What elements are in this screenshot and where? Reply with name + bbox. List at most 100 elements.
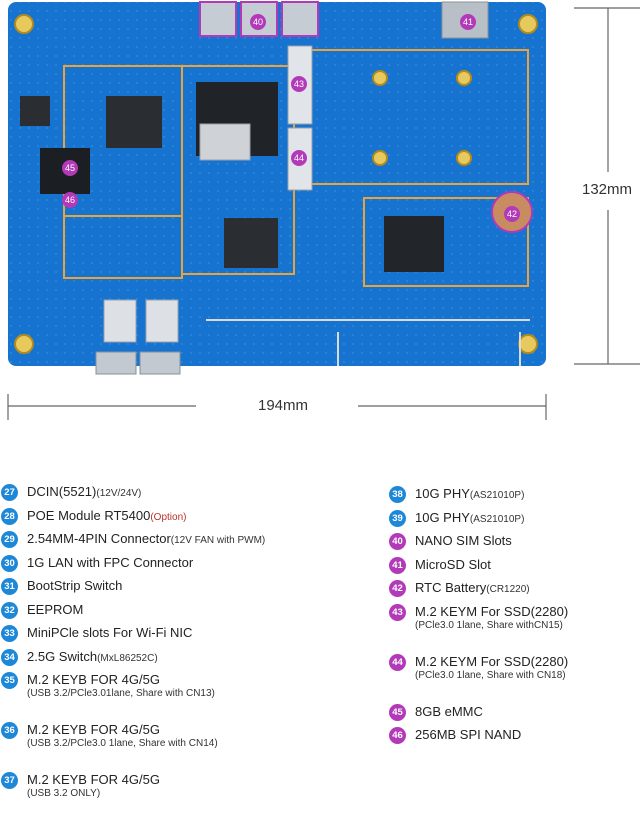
legend-item: 32 EEPROM [0,601,265,625]
number-badge: 29 [1,531,18,548]
legend-item: 33 MiniPCle slots For Wi-Fi NIC [0,624,265,648]
legend-text: 10G PHY(AS21010P) [415,509,524,528]
height-dimension-label: 132mm [582,181,633,198]
legend-item: 38 10G PHY(AS21010P) [389,485,568,509]
board-marker-label: 42 [507,209,517,219]
legend-label: 8GB eMMC [415,703,483,719]
legend-text: 8GB eMMC [415,703,483,720]
number-badge: 46 [389,727,406,744]
number-badge: 27 [1,484,18,501]
board-marker-label: 45 [65,163,75,173]
legend-note: (CR1220) [486,584,530,595]
legend-label: MicroSD Slot [415,556,491,572]
legend-note: (12V/24V) [96,488,142,499]
number-badge: 40 [389,533,406,550]
number-badge: 38 [389,486,406,503]
number-badge: 30 [1,554,18,572]
legend-text: M.2 KEYM For SSD(2280)(PCle3.0 1lane, Sh… [415,653,568,682]
number-badge: 34 [1,648,18,666]
legend-subnote: (USB 3.2/PCle3.0 1lane, Share with CN14) [27,738,218,749]
legend-label: M.2 KEYM For SSD(2280) [415,653,569,669]
board-marker-44 [291,150,307,166]
legend-label: M.2 KEYM For SSD(2280) [415,603,569,619]
legend-subnote: (USB 3.2/PCle3.01lane, Share with CN13) [27,688,215,699]
legend-text: NANO SIM Slots [415,532,512,549]
number-badge: 33 [1,625,18,642]
legend-note: (AS21010P) [469,490,525,501]
legend-item: 45 8GB eMMC [389,703,568,727]
legend-text: M.2 KEYB FOR 4G/5G(USB 3.2 ONLY) [27,771,160,800]
legend-label: 2.54MM-4PIN Connector [27,531,171,546]
board-marker-46 [62,192,78,208]
board-marker-label: 41 [463,17,473,27]
legend-label: M.2 KEYB FOR 4G/5G [27,672,160,687]
legend-item: 41 MicroSD Slot [389,556,568,580]
legend-text: POE Module RT5400(Option) [27,507,186,526]
number-badge: 43 [389,603,406,621]
legend-item: 46 256MB SPI NAND [389,726,568,750]
legend-label: M.2 KEYB FOR 4G/5G [27,772,160,787]
legend-item: 30 1G LAN with FPC Connector [0,554,265,578]
board-marker-40 [250,14,266,30]
number-badge: 35 [1,672,18,689]
board-marker-42 [504,206,520,222]
legend-text: EEPROM [27,601,83,618]
legend-label: NANO SIM Slots [415,533,512,548]
width-dimension-label: 194mm [258,397,309,414]
legend-label: BootStrip Switch [27,578,123,593]
legend-label: 10G PHY [415,509,470,525]
legend-note: (MxL86252C) [97,652,158,664]
legend-subnote: (PCle3.0 1lane, Share with CN18) [415,669,566,681]
legend-item: 36 M.2 KEYB FOR 4G/5G(USB 3.2/PCle3.0 1la… [0,721,265,771]
legend-text: DCIN(5521)(12V/24V) [27,483,141,502]
legend-label: MiniPCle slots For Wi-Fi NIC [27,625,193,640]
legend-text: MiniPCle slots For Wi-Fi NIC [27,624,192,641]
number-badge: 32 [1,601,18,619]
legend-label: 10G PHY [415,486,470,501]
legend-note: (Option) [150,511,187,523]
number-badge: 39 [389,509,406,527]
legend-text: 2.54MM-4PIN Connector(12V FAN with PWM) [27,530,265,549]
number-badge: 45 [389,703,406,721]
legend-item: 27 DCIN(5521)(12V/24V) [0,483,265,507]
legend-text: RTC Battery(CR1220) [415,579,530,598]
legend-note: (AS21010P) [469,513,525,525]
number-badge: 41 [389,556,406,574]
number-badge: 42 [389,580,406,597]
number-badge: 28 [1,507,18,525]
legend-item: 29 2.54MM-4PIN Connector(12V FAN with PWM… [0,530,265,554]
legend-label: M.2 KEYB FOR 4G/5G [27,722,160,737]
legend-item: 40 NANO SIM Slots [389,532,568,556]
legend-label: EEPROM [27,601,84,617]
legend-label: DCIN(5521) [27,484,97,499]
board-marker-label: 40 [253,17,263,27]
legend-text: MicroSD Slot [415,556,491,573]
board-marker-43 [291,76,307,92]
legend-text: 256MB SPI NAND [415,726,521,743]
legend-item: 39 10G PHY(AS21010P) [389,509,568,533]
legend-item: 31 BootStrip Switch [0,577,265,601]
legend-subnote: (USB 3.2 ONLY) [27,788,101,799]
legend-label: POE Module RT5400 [27,507,151,523]
number-badge: 36 [1,722,18,739]
sim-slot-1 [199,1,237,37]
legend-text: M.2 KEYM For SSD(2280)(PCle3.0 1lane, Sh… [415,603,568,632]
legend-item: 28 POE Module RT5400(Option) [0,507,265,531]
legend-item: 34 2.5G Switch(MxL86252C) [0,648,265,672]
board-marker-label: 46 [65,195,75,205]
board-marker-label: 44 [294,153,304,163]
legend-item: 43 M.2 KEYM For SSD(2280)(PCle3.0 1lane, … [389,603,568,653]
legend-label: 1G LAN with FPC Connector [27,554,194,570]
legend-label: 256MB SPI NAND [415,727,522,742]
legend-text: M.2 KEYB FOR 4G/5G(USB 3.2/PCle3.0 1lane… [27,721,218,750]
legend-left: 27 DCIN(5521)(12V/24V) 28 POE Module RT5400… [0,483,265,821]
legend-note: (12V FAN with PWM) [170,535,266,546]
number-badge: 31 [1,578,18,595]
legend-item: 35 M.2 KEYB FOR 4G/5G(USB 3.2/PCle3.01lan… [0,671,265,721]
legend-item: 42 RTC Battery(CR1220) [389,579,568,603]
legend-text: 2.5G Switch(MxL86252C) [27,648,158,667]
board-marker-45 [62,160,78,176]
